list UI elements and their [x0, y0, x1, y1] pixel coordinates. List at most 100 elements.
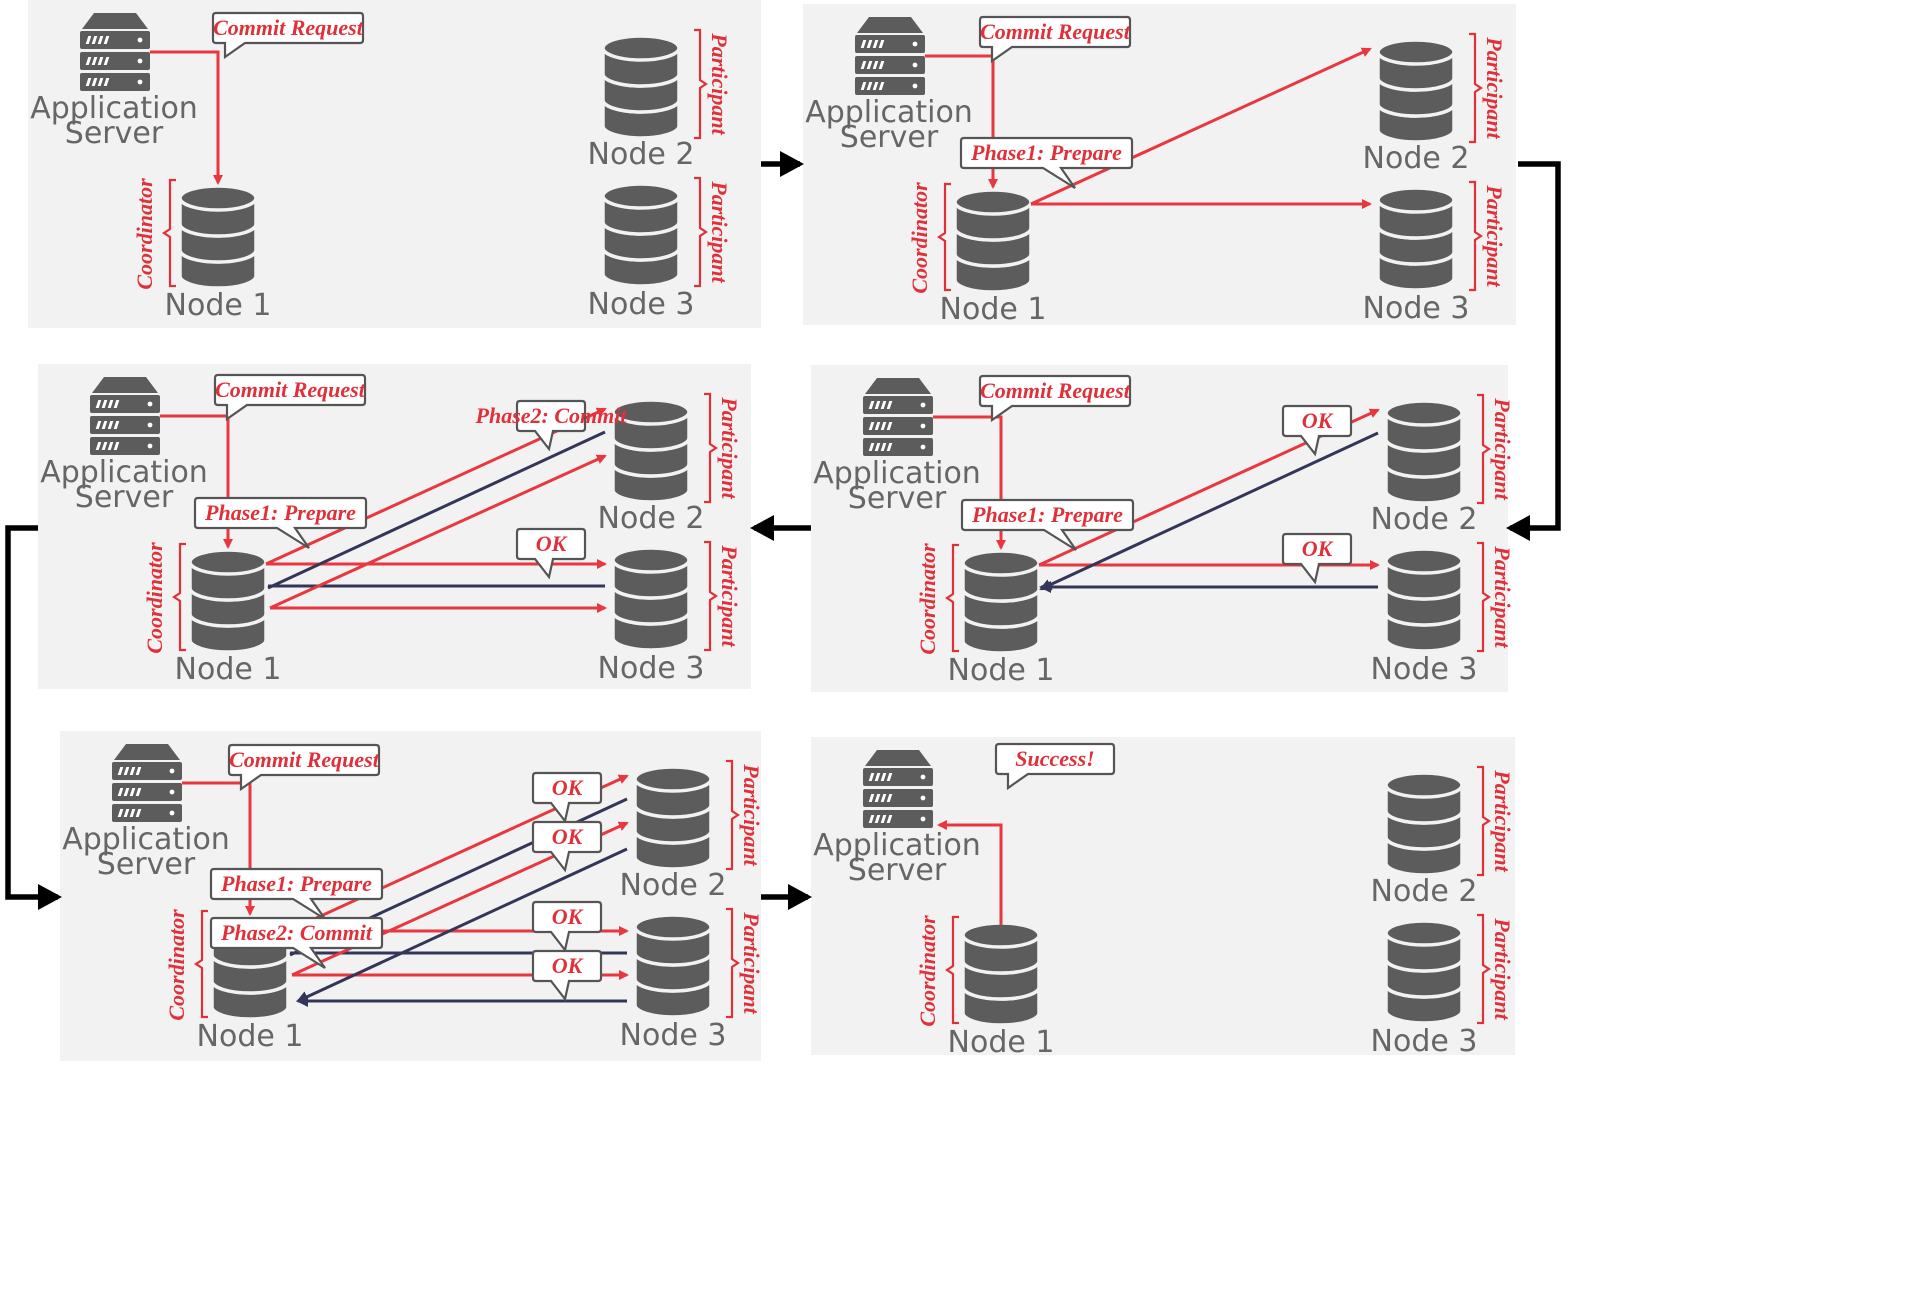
ok-callout-label: OK: [552, 775, 584, 800]
database-icon: [1384, 547, 1464, 653]
server-icon: [855, 17, 925, 95]
app-server-label: Application: [813, 456, 981, 491]
phase1-prepare-callout: Phase1: Prepare: [193, 496, 368, 549]
coordinator-label: Coordinator: [164, 909, 189, 1021]
phase1-prepare-callout-label: Phase1: Prepare: [971, 502, 1123, 527]
database-icon: [601, 182, 681, 288]
database-icon: [1384, 399, 1464, 505]
database-icon: [1376, 186, 1456, 292]
role-brace: [694, 28, 708, 140]
ok-callout: OK: [515, 527, 587, 580]
ok-callout-label: OK: [1302, 408, 1334, 433]
ok-callout-label: OK: [552, 904, 584, 929]
participant-label: Participant: [1490, 917, 1515, 1020]
node1-label: Node 1: [197, 1019, 304, 1054]
participant-label: Participant: [1490, 545, 1515, 648]
app-server-label: Server: [840, 120, 939, 155]
server-icon: [90, 377, 160, 455]
commit-request-callout-label: Commit Request: [213, 15, 364, 40]
app-server-label: Application: [62, 822, 230, 857]
participant-label: Participant: [1490, 397, 1515, 500]
role-brace: [726, 907, 740, 1019]
participant-label: Participant: [707, 180, 732, 283]
flow-arrows: [5, 151, 1561, 910]
participant-label: Participant: [707, 32, 732, 135]
phase2-commit-callout-label: Phase2: Commit: [475, 403, 628, 428]
flow-arrow-4-to-5: [5, 525, 62, 910]
database-icon: [178, 184, 258, 290]
node1-label: Node 1: [940, 292, 1047, 327]
phase1-prepare-callout: Phase1: Prepare: [959, 136, 1134, 189]
database-icon: [1384, 919, 1464, 1025]
role-brace: [1477, 541, 1491, 653]
phase1-prepare-callout: Phase1: Prepare: [209, 867, 384, 920]
app-server-label: Server: [848, 853, 947, 888]
app-server-label: Server: [848, 481, 947, 516]
node3-label: Node 3: [1371, 1024, 1478, 1059]
node1-label: Node 1: [165, 288, 272, 323]
node1-label: Node 1: [948, 653, 1055, 688]
role-brace: [937, 182, 951, 292]
commit-request-callout: Commit Request: [213, 373, 367, 422]
coordinator-label: Coordinator: [907, 182, 932, 294]
node2-label: Node 2: [1363, 141, 1470, 176]
commit-request-callout-label: Commit Request: [980, 19, 1131, 44]
phase2-commit-callout-label: Phase2: Commit: [220, 920, 373, 945]
app-server-label: Application: [40, 455, 208, 490]
ok-callout: OK: [1281, 532, 1353, 585]
role-brace: [1477, 913, 1491, 1025]
app-server-label: Application: [805, 95, 973, 130]
node2-label: Node 2: [588, 137, 695, 172]
app-server-label: Application: [30, 91, 198, 126]
ok-callout: OK: [531, 900, 603, 953]
prepare-arrow-node2: [1030, 47, 1372, 206]
commit-request-callout: Commit Request: [978, 374, 1132, 423]
role-brace: [945, 543, 959, 653]
participant-label: Participant: [1490, 769, 1515, 872]
role-brace: [1477, 765, 1491, 877]
participant-label: Participant: [717, 396, 742, 499]
app-server-label: Server: [75, 480, 174, 515]
commit-request-callout: Commit Request: [211, 11, 365, 60]
coordinator-label: Coordinator: [142, 542, 167, 654]
ok-response-node2: [1039, 431, 1379, 591]
commit-request-callout-label: Commit Request: [229, 747, 380, 772]
ok-callout: OK: [531, 820, 603, 873]
role-brace: [1477, 393, 1491, 505]
participant-label: Participant: [739, 763, 764, 866]
commit-arrow-node2: [269, 454, 607, 610]
app-server-label: Application: [813, 828, 981, 863]
ok-callout: OK: [1281, 404, 1353, 457]
database-icon: [611, 546, 691, 652]
ok-callout: OK: [531, 949, 603, 1002]
participant-label: Participant: [739, 911, 764, 1014]
phase1-prepare-callout-label: Phase1: Prepare: [970, 140, 1122, 165]
commit-ok-node2: [296, 847, 628, 1003]
app-server-label: Server: [97, 847, 196, 882]
database-icon: [1384, 771, 1464, 877]
server-icon: [863, 378, 933, 456]
commit-request-callout-label: Commit Request: [215, 377, 366, 402]
app-server-label: Server: [65, 116, 164, 151]
node3-label: Node 3: [1363, 291, 1470, 326]
database-icon: [961, 921, 1041, 1027]
server-icon: [112, 744, 182, 822]
phase1-prepare-callout-label: Phase1: Prepare: [204, 500, 356, 525]
commit-request-arrow: [150, 50, 223, 185]
server-icon: [863, 750, 933, 828]
ok-callout-label: OK: [1302, 536, 1334, 561]
coordinator-label: Coordinator: [915, 543, 940, 655]
ok-callout-label: OK: [552, 824, 584, 849]
participant-label: Participant: [717, 544, 742, 647]
role-brace: [1469, 32, 1483, 144]
database-icon: [1376, 38, 1456, 144]
success-callout-label: Success!: [1015, 746, 1094, 771]
node3-label: Node 3: [598, 651, 705, 686]
ok-callout: OK: [531, 771, 603, 824]
role-brace: [1469, 180, 1483, 292]
node3-label: Node 3: [1371, 652, 1478, 687]
success-callout: Success!: [994, 742, 1116, 791]
